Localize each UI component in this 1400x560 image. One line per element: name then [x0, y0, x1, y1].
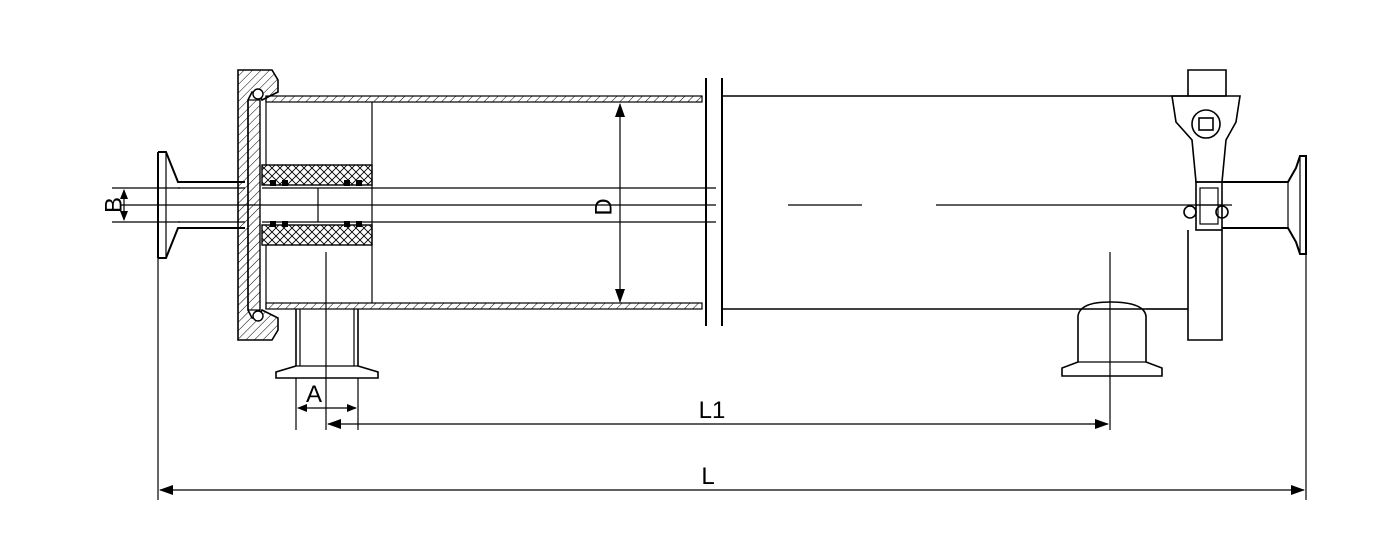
left-end-cap — [237, 69, 279, 341]
housing-left-section — [265, 95, 703, 310]
central-tube — [120, 187, 716, 223]
housing-right-section — [722, 95, 1232, 310]
label-a: A — [306, 381, 322, 408]
right-clamp — [1171, 69, 1307, 341]
dimension-b: B — [101, 187, 180, 223]
dimension-l: L — [157, 254, 1307, 500]
label-l1: L1 — [699, 397, 726, 424]
label-l: L — [701, 463, 714, 490]
label-b: B — [101, 197, 128, 213]
center-hub — [261, 164, 373, 246]
dimension-l1: L1 — [327, 252, 1111, 430]
label-d: D — [591, 198, 618, 215]
dimension-a: A — [295, 252, 359, 430]
dimension-d: D — [591, 103, 625, 303]
bottom-right-port — [1061, 301, 1188, 377]
bottom-left-port — [275, 309, 379, 379]
break-lines — [705, 78, 723, 326]
